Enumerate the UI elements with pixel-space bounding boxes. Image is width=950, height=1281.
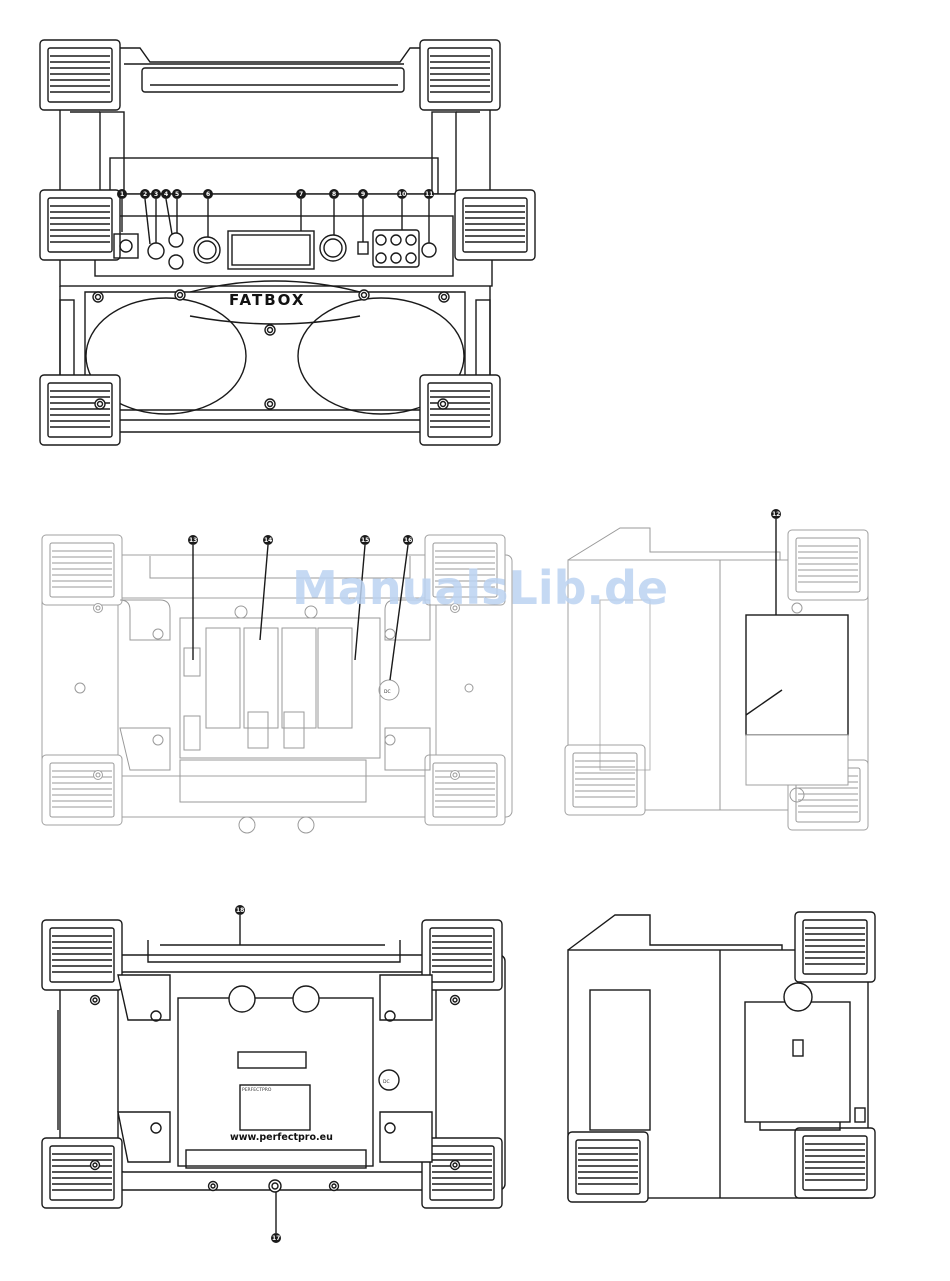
callout-13: 13 — [188, 535, 198, 545]
dc-port-label: DC — [383, 1079, 390, 1085]
brand-logo-text: FATBOX — [229, 291, 305, 309]
svg-text:11: 11 — [425, 191, 433, 198]
front-view-figure: FATBOX — [40, 40, 535, 445]
svg-text:1: 1 — [120, 191, 124, 198]
svg-text:4: 4 — [164, 191, 168, 198]
callout-2: 2 — [140, 189, 150, 199]
callout-4: 4 — [161, 189, 171, 199]
watermark: ManualsLib.de — [292, 561, 668, 615]
callout-1: 1 — [117, 189, 127, 199]
callout-17: 17 — [271, 1233, 281, 1243]
svg-text:7: 7 — [299, 191, 303, 198]
callout-16: 16 — [403, 535, 413, 545]
svg-text:2: 2 — [143, 191, 147, 198]
svg-text:DC: DC — [384, 689, 391, 695]
svg-text:9: 9 — [361, 191, 365, 198]
callout-14: 14 — [263, 535, 273, 545]
callout-5: 5 — [172, 189, 182, 199]
rear-closed-figure: PERFECTPRO www.perfectpro.eu DC — [42, 920, 505, 1208]
callout-3: 3 — [151, 189, 161, 199]
callout-10: 10 — [397, 189, 407, 199]
svg-text:17: 17 — [272, 1235, 280, 1242]
svg-text:3: 3 — [154, 191, 158, 198]
callout-18: 18 — [235, 905, 245, 915]
svg-text:10: 10 — [398, 191, 406, 198]
svg-text:13: 13 — [189, 537, 197, 544]
callout-7: 7 — [296, 189, 306, 199]
svg-text:5: 5 — [175, 191, 179, 198]
svg-text:14: 14 — [264, 537, 272, 544]
callout-15: 15 — [360, 535, 370, 545]
svg-text:15: 15 — [361, 537, 369, 544]
callout-6: 6 — [203, 189, 213, 199]
svg-text:12: 12 — [772, 511, 780, 518]
rear-brand-label: PERFECTPRO — [242, 1087, 272, 1093]
callout-9: 9 — [358, 189, 368, 199]
website-label: www.perfectpro.eu — [230, 1132, 333, 1143]
svg-text:6: 6 — [206, 191, 210, 198]
svg-text:18: 18 — [236, 907, 244, 914]
side-closed-figure — [568, 912, 875, 1202]
svg-text:16: 16 — [404, 537, 412, 544]
callout-11: 11 — [424, 189, 434, 199]
svg-text:8: 8 — [332, 191, 336, 198]
callout-8: 8 — [329, 189, 339, 199]
